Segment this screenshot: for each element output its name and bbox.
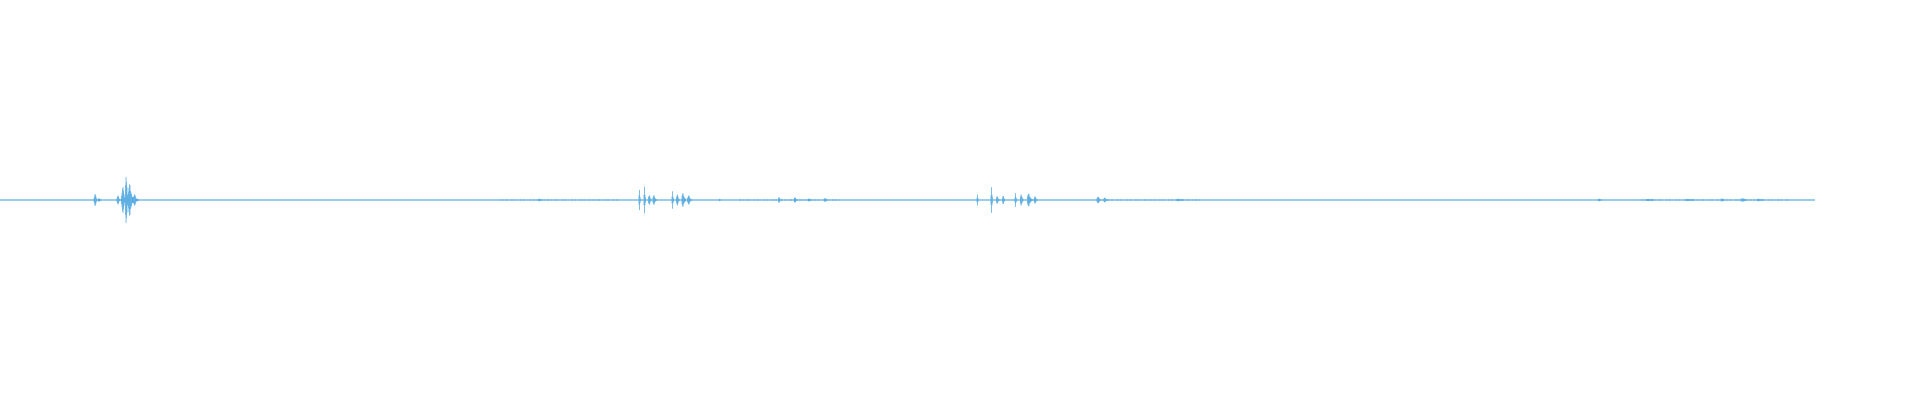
waveform-bursts xyxy=(93,177,1788,223)
